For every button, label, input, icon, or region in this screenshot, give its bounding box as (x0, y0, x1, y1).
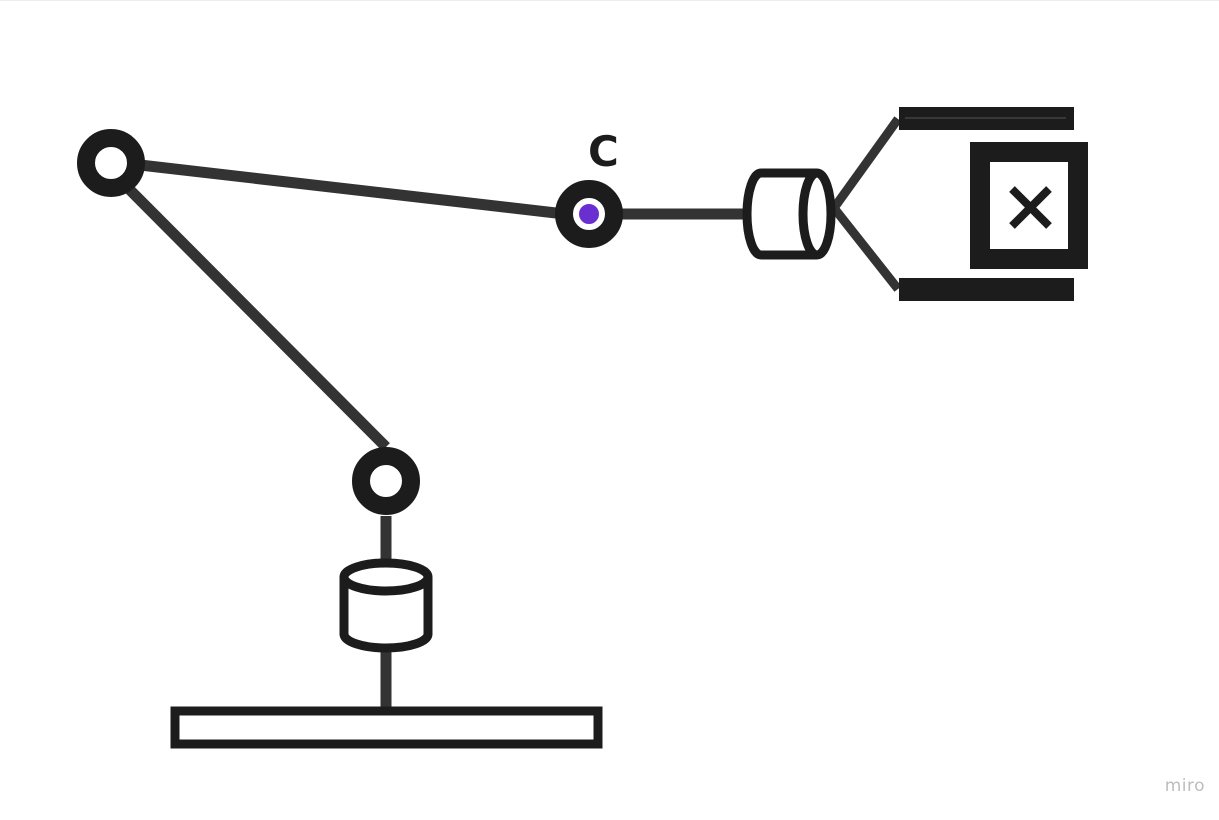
link-shoulder-to-joint-c (139, 159, 557, 219)
gripper-lower-finger (899, 278, 1074, 301)
cylinder-joint-icon (339, 558, 433, 653)
shoulder-joint-icon (77, 129, 145, 197)
gripper-lower-finger-link (830, 205, 902, 292)
gripper-upper-finger-link (830, 116, 902, 211)
link-elbow-to-shoulder (120, 180, 390, 451)
wrist-cylinder-icon (742, 168, 836, 260)
joint-c[interactable] (555, 180, 623, 248)
arm-links (120, 116, 902, 710)
base-platform-icon (170, 706, 603, 749)
joint-c-marker-icon (577, 202, 601, 226)
miro-watermark: miro (1164, 776, 1205, 796)
joint-c-label: C (588, 127, 619, 176)
canvas-top-border (0, 0, 1219, 1)
x-box-icon (970, 142, 1088, 269)
elbow-joint-icon (352, 447, 420, 515)
gripper-icon (899, 107, 1074, 301)
